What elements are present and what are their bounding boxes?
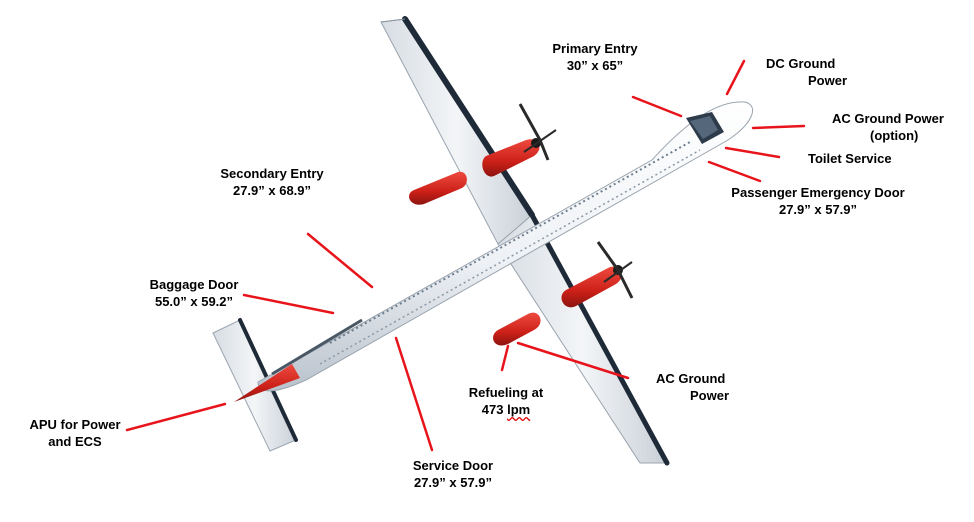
callout-subtitle: and ECS (20, 433, 130, 450)
callout-title: Primary Entry (540, 40, 650, 57)
leader-apu (127, 404, 225, 430)
leader-baggage-door (244, 295, 333, 313)
callout-secondary-entry: Secondary Entry 27.9” x 68.9” (212, 165, 332, 199)
callout-subtitle: (option) (832, 127, 962, 144)
leader-ac-ground-power-option (753, 126, 804, 128)
callout-title: Passenger Emergency Door (728, 184, 908, 201)
callout-rate: 473 lpm (446, 401, 566, 418)
callout-passenger-emergency-door: Passenger Emergency Door 27.9” x 57.9” (728, 184, 908, 218)
callout-title: Refueling at (446, 384, 566, 401)
callout-rate-unit: lpm (507, 402, 530, 417)
callout-subtitle: Power (766, 72, 856, 89)
callout-title: Baggage Door (134, 276, 254, 293)
callout-title: Toilet Service (808, 150, 918, 167)
callout-dimension: 55.0” x 59.2” (134, 293, 254, 310)
leader-refueling (502, 346, 508, 370)
callout-title: DC Ground (766, 55, 856, 72)
leader-primary-entry (633, 97, 681, 116)
leader-toilet-service (726, 148, 779, 157)
callout-baggage-door: Baggage Door 55.0” x 59.2” (134, 276, 254, 310)
callout-title: AC Ground Power (832, 110, 962, 127)
callout-dimension: 27.9” x 57.9” (398, 474, 508, 491)
callout-service-door: Service Door 27.9” x 57.9” (398, 457, 508, 491)
callout-title: Secondary Entry (212, 165, 332, 182)
callout-title: Service Door (398, 457, 508, 474)
leader-passenger-emergency-door (709, 162, 760, 181)
callout-dimension: 27.9” x 68.9” (212, 182, 332, 199)
callout-ac-ground-power: AC Ground Power (656, 370, 756, 404)
leader-service-door (396, 338, 432, 450)
callout-subtitle: Power (656, 387, 756, 404)
callout-apu: APU for Power and ECS (20, 416, 130, 450)
callout-dimension: 27.9” x 57.9” (728, 201, 908, 218)
callout-title: AC Ground (656, 370, 756, 387)
fuselage (258, 102, 753, 391)
callout-primary-entry: Primary Entry 30” x 65” (540, 40, 650, 74)
callout-dimension: 30” x 65” (540, 57, 650, 74)
callout-toilet-service: Toilet Service (808, 150, 918, 167)
leader-dc-ground-power (727, 61, 744, 94)
callout-ac-ground-power-option: AC Ground Power (option) (832, 110, 962, 144)
leader-secondary-entry (308, 234, 372, 287)
callout-refueling: Refueling at 473 lpm (446, 384, 566, 418)
upper-wing (381, 19, 532, 244)
callout-title: APU for Power (20, 416, 130, 433)
callout-rate-value: 473 (482, 402, 507, 417)
callout-dc-ground-power: DC Ground Power (766, 55, 856, 89)
